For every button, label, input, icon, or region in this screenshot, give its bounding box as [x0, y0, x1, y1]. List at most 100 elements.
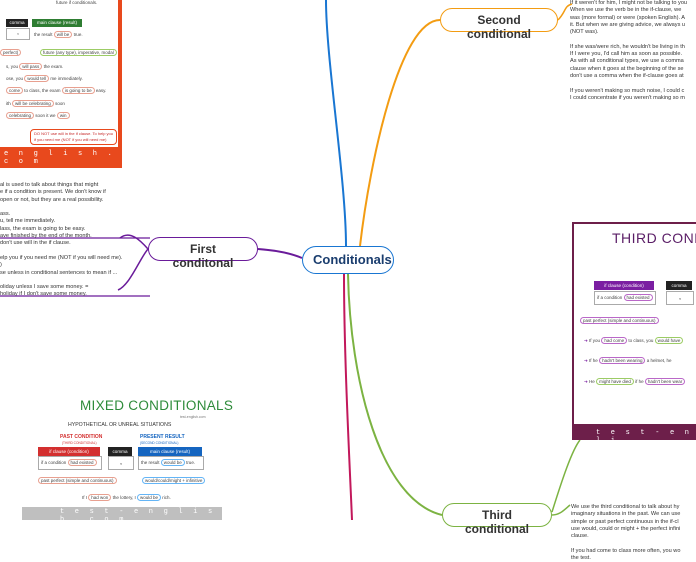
tense-left: perfect): [0, 49, 22, 56]
topic-label: Second conditional: [467, 13, 531, 41]
main-clause-box: [138, 456, 204, 470]
ex-highlight: had come: [601, 337, 628, 344]
infographic-footer: t e s t - e n g l i: [596, 429, 696, 445]
warning-line: DO NOT use will in the if clause. To hel…: [34, 131, 113, 136]
example-1: s, you will pass the exam.: [6, 63, 63, 70]
tense-right-label: would/could/might + infinitive: [142, 477, 206, 484]
note-line: ass.: [0, 211, 11, 218]
note-line: it. But when we are giving advice, we al…: [570, 21, 686, 28]
result-example: the result will be true.: [34, 31, 83, 38]
note-line: If you weren't making so much noise, I c…: [570, 87, 685, 94]
connector-third-notes: [551, 504, 571, 516]
first-conditional-infographic: future if conditionals. comma main claus…: [0, 0, 122, 168]
connector-third: [347, 273, 443, 516]
note-line: [0, 277, 122, 284]
tense-right: future (any type), imperative, modal: [40, 49, 117, 56]
note-line: [570, 80, 687, 87]
note-line: [0, 248, 122, 255]
topic-third-conditional[interactable]: Third conditional: [442, 503, 552, 536]
topic-first-conditional[interactable]: First conditonal: [148, 237, 258, 270]
will-word: will be: [53, 31, 73, 38]
note-line: If I were you, I'd call him as soon as p…: [570, 51, 683, 58]
ex-part: if a condition: [41, 460, 67, 465]
ex-part: true.: [186, 460, 196, 465]
ex-part: if he: [635, 379, 644, 384]
example-1: ➔ If you had come to class, you would ha…: [584, 337, 684, 344]
note-line: lass, the exam is going to be easy.: [0, 225, 86, 232]
warning-box: DO NOT use will in the if clause. To hel…: [30, 129, 117, 145]
connector-bottom: [343, 273, 353, 520]
ex-part: If I: [82, 495, 88, 500]
connector-second-notes: [557, 3, 573, 21]
note-line: ): [0, 262, 2, 269]
ex-highlight: win: [56, 112, 70, 119]
note-line: al is used to talk about things that mig…: [0, 182, 99, 188]
ex-highlight: will pass: [19, 63, 43, 70]
ex-highlight: would have: [654, 337, 684, 344]
ex-highlight: had existed: [67, 459, 97, 466]
ex-highlight: hadn't been wearing: [599, 357, 646, 364]
first-conditional-notes: al is used to talk about things that mig…: [0, 182, 122, 299]
infographic-title: THIRD CONDI: [612, 230, 696, 246]
connector-top: [325, 0, 347, 247]
note-line: If she was/were rich, he wouldn't be liv…: [570, 43, 685, 50]
arrow-icon: ➔: [584, 379, 588, 384]
true-word: true.: [73, 32, 83, 37]
arrow-icon: ➔: [584, 358, 588, 363]
note-line: open or not, but they are a real possibi…: [0, 196, 104, 203]
ex-part: me immediately.: [50, 76, 83, 81]
main-clause-header: main clause (result): [32, 19, 82, 27]
infographic-subtitle: test-english.com: [180, 415, 206, 419]
past-condition-sub: (THIRD CONDITIONAL): [62, 441, 97, 445]
ex-part: the lottery, I: [112, 495, 136, 500]
comma-box: ,: [6, 28, 30, 40]
ex-part: to class, you: [628, 338, 654, 343]
example-3: come to class, the exam is going to be e…: [6, 87, 106, 94]
note-line: don't use a comma when the if-clause goe…: [570, 72, 684, 79]
note-line: oliday unless I save some money. =: [0, 284, 89, 291]
ex-part: He: [589, 379, 595, 384]
ex-highlight: is going to be: [61, 87, 95, 94]
connector-first-notes-bottom: [117, 248, 149, 291]
connector-first-notes-top: [119, 234, 149, 250]
central-topic[interactable]: Conditionals: [302, 246, 394, 274]
note-line: If you had come to class more often, you…: [571, 547, 681, 554]
ex-part: s, you: [6, 64, 19, 69]
ex-highlight: will be celebrating: [12, 100, 54, 107]
connector-third-card: [551, 439, 581, 513]
ex-part: the result: [141, 460, 160, 465]
mindmap-connectors: [0, 0, 581, 520]
tense-left-label: past perfect (simple and continuous): [580, 317, 659, 324]
note-line: If it weren't for him, I might not be ta…: [570, 0, 688, 6]
ex-part: If you: [589, 338, 601, 343]
topic-second-conditional[interactable]: Second conditional: [440, 8, 558, 41]
infographic-body: [574, 224, 696, 424]
if-clause-example: if a condition had existed: [41, 459, 97, 466]
ex-part: a helmet, he: [646, 358, 672, 363]
if-clause-example: if a condition had existed: [597, 294, 653, 301]
comma-box: ,: [108, 456, 134, 470]
if-clause-header: if clause (condition): [594, 281, 654, 290]
note-line: the test.: [571, 555, 591, 562]
example: If I had won the lottery, I would be ric…: [82, 494, 171, 501]
tense-right: would/could/might + infinitive: [142, 477, 206, 484]
warning-line: if you need me (NOT if you will need me): [34, 137, 107, 142]
ex-part: to class, the exam: [24, 88, 61, 93]
ex-part: If he: [589, 358, 598, 363]
note-line: was (more formal) or were (spoken Englis…: [570, 14, 686, 21]
ex-highlight: would tell: [24, 75, 50, 82]
example-5: celebrating soon it we win: [6, 112, 70, 119]
main-clause-example: the result would be true.: [141, 459, 196, 466]
connector-second: [359, 19, 441, 247]
if-clause-box: [594, 291, 656, 305]
topic-label: Third conditional: [465, 508, 529, 536]
connector-first: [257, 248, 303, 259]
ex-part: soon it we: [35, 113, 56, 118]
note-line: clause when it goes at the beginning of …: [570, 65, 684, 72]
present-result-head: PRESENT RESULT: [140, 434, 185, 440]
arrow-icon: ➔: [584, 338, 588, 343]
ex-part: ith: [6, 101, 11, 106]
ex-highlight: would be: [137, 494, 162, 501]
note-line: se unless in conditional sentences to me…: [0, 269, 118, 276]
note-line: When we use the verb be in the if-clause…: [570, 7, 682, 14]
